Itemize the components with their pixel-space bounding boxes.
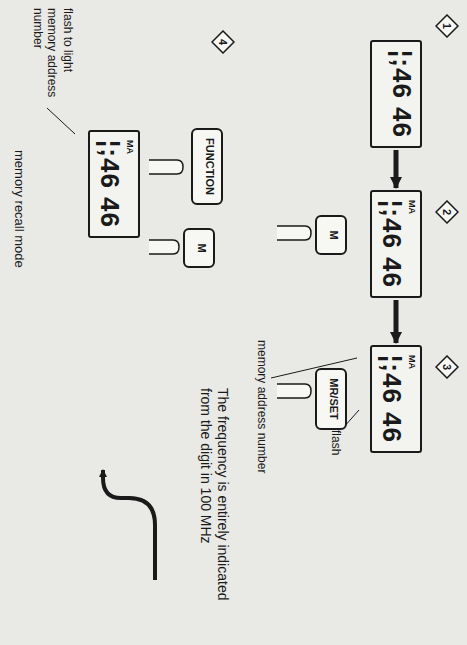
step-number: 3	[435, 364, 459, 370]
step-number: 4	[211, 39, 235, 45]
return-arrow	[103, 470, 155, 580]
key-label: MR/SET	[327, 378, 341, 420]
memory-indicator: MA	[407, 355, 417, 369]
finger	[277, 226, 311, 240]
frequency-digits: ¦;46 46	[95, 140, 125, 228]
finger	[149, 240, 179, 254]
flow-arrow	[394, 300, 399, 343]
step-number: 2	[435, 209, 459, 215]
step-number: 1	[435, 23, 459, 29]
key-button: FUNCTION	[191, 128, 223, 205]
finger	[277, 384, 311, 398]
step-diamond: 2	[435, 200, 459, 224]
annotation-text: memory address number	[255, 340, 269, 510]
key-button: M	[315, 215, 347, 255]
key-button: M	[183, 228, 215, 268]
lcd-display: MA¦;46 46	[88, 130, 140, 238]
lcd-display: MA¦;46 46	[370, 345, 422, 453]
memory-indicator: MA	[125, 140, 135, 154]
key-label: FUNCTION	[203, 138, 217, 195]
annotation-text: flash	[329, 430, 343, 490]
step-diamond: 4	[211, 30, 235, 54]
step-diamond: 1	[435, 14, 459, 38]
annotation-text: memory address number	[30, 8, 59, 108]
frequency-digits: ¦;46 46	[377, 200, 407, 288]
annotation-text: flash to light	[61, 8, 75, 126]
key-label: M	[327, 230, 341, 239]
lcd-display: ¦;46 46	[370, 40, 422, 148]
step-diamond: 3	[435, 355, 459, 379]
key-button: MR/SET	[315, 368, 347, 430]
lcd-display: MA¦;46 46	[370, 190, 422, 298]
finger	[149, 160, 183, 174]
memory-indicator: MA	[407, 200, 417, 214]
leader-line	[47, 108, 75, 134]
flow-arrow	[394, 150, 399, 188]
key-label: M	[195, 243, 209, 252]
annotation-text: memory recall mode	[11, 150, 27, 350]
annotation-text: The frequency is entirely indicated from…	[197, 388, 231, 613]
frequency-digits: ¦;46 46	[377, 355, 407, 443]
frequency-digits: ¦;46 46	[387, 50, 417, 138]
